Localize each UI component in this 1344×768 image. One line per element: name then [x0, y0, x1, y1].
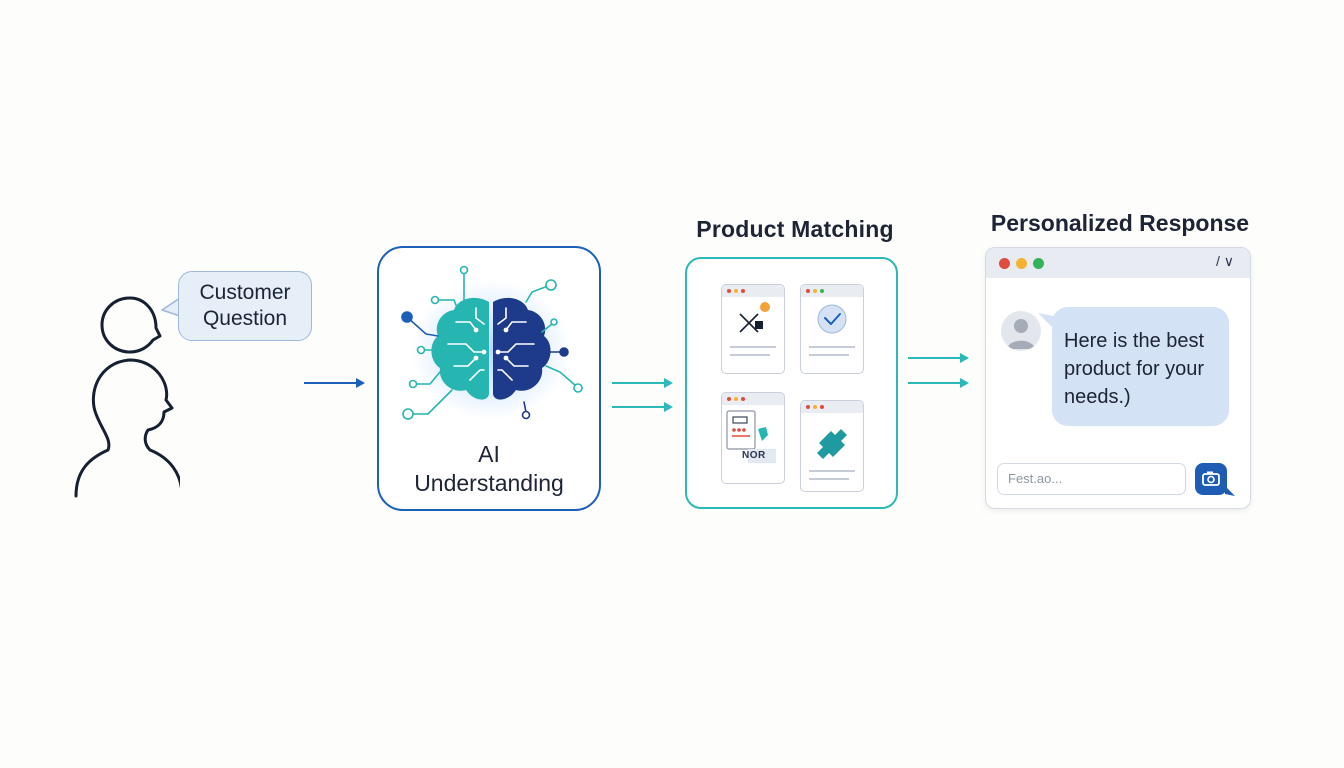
message-line3: needs.) — [1064, 386, 1131, 408]
window-titlebar: / ∨ — [986, 248, 1250, 278]
ai-label-line2: Understanding — [414, 470, 564, 496]
arrows-to-response — [908, 350, 972, 392]
close-dot[interactable] — [999, 258, 1010, 269]
check-icon — [809, 304, 855, 356]
product-card[interactable] — [721, 284, 785, 374]
person-icon — [60, 290, 180, 502]
arrows-to-matching — [612, 375, 676, 415]
personalized-response-title: Personalized Response — [990, 210, 1250, 236]
product-matching-box — [685, 257, 898, 509]
message-line2: product for your — [1064, 358, 1205, 380]
maximize-dot[interactable] — [1033, 258, 1044, 269]
ai-label-line1: AI — [478, 441, 500, 467]
arrow-to-ai — [304, 376, 368, 390]
product-icon — [730, 302, 776, 356]
product-card[interactable] — [800, 284, 864, 374]
customer-question-bubble: Customer Question — [178, 271, 312, 341]
brain-icon — [396, 262, 586, 432]
bubble-text-line2: Question — [202, 307, 288, 330]
camera-button[interactable] — [1195, 463, 1227, 495]
ai-understanding-label: AI Understanding — [377, 440, 601, 498]
product-icon — [809, 429, 855, 480]
product-card[interactable] — [800, 400, 864, 492]
avatar-icon — [1001, 311, 1041, 351]
product-icon — [726, 410, 776, 463]
product-tag: NOR — [742, 450, 766, 461]
product-card[interactable] — [721, 392, 785, 484]
window-controls[interactable]: / ∨ — [1215, 253, 1234, 269]
camera-icon — [1202, 471, 1220, 486]
message-input[interactable]: Fest.ao... — [997, 463, 1186, 495]
message-line1: Here is the best — [1064, 330, 1205, 352]
product-matching-title: Product Matching — [696, 216, 894, 242]
send-bubble-tail — [1225, 486, 1237, 498]
bubble-text-line1: Customer — [199, 281, 291, 304]
response-message-bubble: Here is the best product for your needs.… — [1052, 307, 1229, 426]
minimize-dot[interactable] — [1016, 258, 1027, 269]
